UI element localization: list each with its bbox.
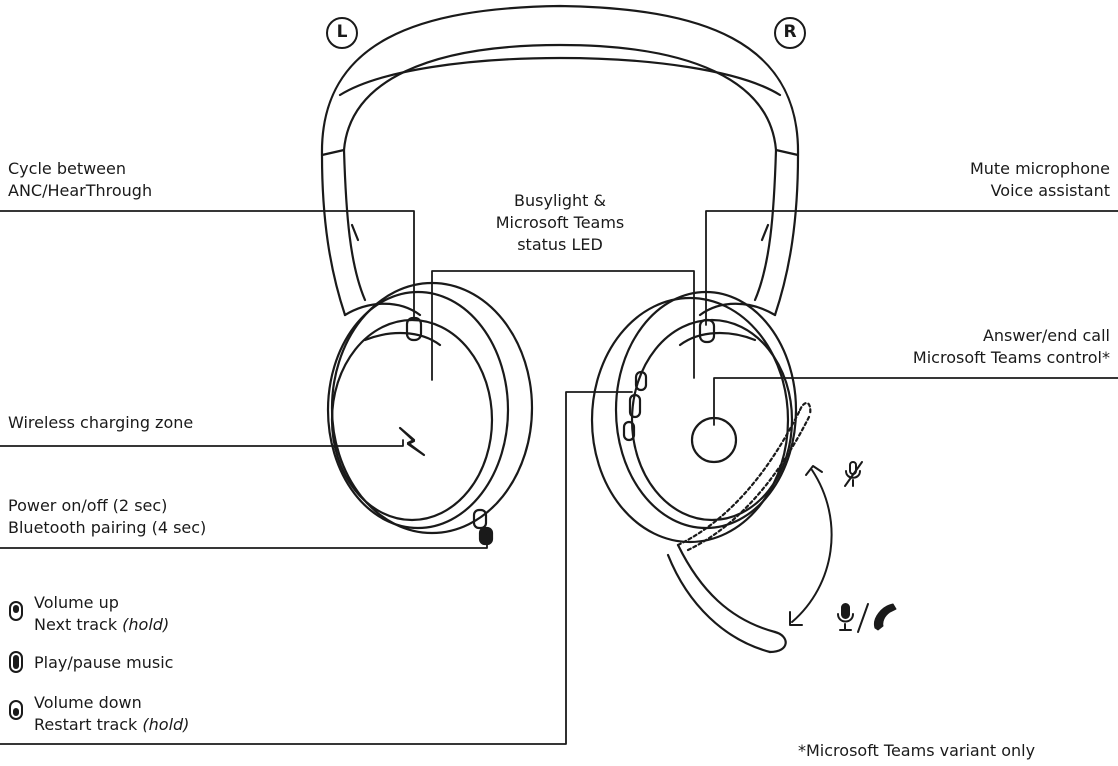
- callout-lines: [0, 210, 1118, 745]
- volume-up-label: Volume up: [34, 593, 119, 612]
- anc-callout-line2: ANC/HearThrough: [8, 181, 153, 200]
- mic-muted-icon: [844, 461, 863, 487]
- busylight-callout-line2: Microsoft Teams: [495, 213, 625, 232]
- answer-callout-line2: Microsoft Teams control*: [912, 348, 1110, 367]
- volume-up-button-icon: [9, 601, 23, 621]
- restart-track-label: Restart track (hold): [34, 715, 190, 734]
- right-side-letter: R: [783, 22, 797, 42]
- busylight-callout-line3: status LED: [517, 235, 603, 254]
- mic-icon: [837, 603, 854, 631]
- wireless-callout-line1: Wireless charging zone: [8, 413, 194, 432]
- play-pause-button-icon: [9, 651, 23, 673]
- mute-callout-line2: Voice assistant: [990, 181, 1110, 200]
- boom-mic: [666, 402, 812, 654]
- mute-callout: Mute microphone Voice assistant: [970, 158, 1110, 202]
- footnote: *Microsoft Teams variant only: [798, 741, 1036, 760]
- volume-up-legend: Volume up Next track (hold): [34, 592, 169, 636]
- right-side-marker: [774, 17, 806, 49]
- answer-callout: Answer/end call Microsoft Teams control*: [913, 325, 1110, 369]
- volume-down-label: Volume down: [34, 693, 142, 712]
- play-pause-label: Play/pause music: [34, 653, 174, 672]
- phone-icon: [873, 603, 897, 631]
- left-side-letter: L: [336, 22, 348, 42]
- volume-down-button-icon: [9, 700, 23, 720]
- busylight-callout: Busylight & Microsoft Teams status LED: [460, 190, 660, 256]
- left-ear-cup: [326, 281, 534, 546]
- mute-callout-line1: Mute microphone: [969, 159, 1110, 178]
- power-callout-line2: Bluetooth pairing (4 sec): [8, 518, 207, 537]
- next-track-label: Next track (hold): [34, 615, 170, 634]
- left-side-marker: [326, 17, 358, 49]
- charging-bolt-icon: [398, 426, 426, 457]
- power-callout-line1: Power on/off (2 sec): [8, 496, 168, 515]
- answer-callout-line1: Answer/end call: [982, 326, 1110, 345]
- anc-callout-line1: Cycle between: [8, 159, 126, 178]
- headband: [320, 4, 800, 317]
- play-pause-legend: Play/pause music: [34, 652, 173, 674]
- busylight-callout-line1: Busylight &: [514, 191, 606, 210]
- volume-down-legend: Volume down Restart track (hold): [34, 692, 189, 736]
- boom-rotation-arrow: [789, 465, 833, 626]
- anc-callout: Cycle between ANC/HearThrough: [8, 158, 152, 202]
- wireless-callout: Wireless charging zone: [8, 412, 193, 434]
- power-callout: Power on/off (2 sec) Bluetooth pairing (…: [8, 495, 206, 539]
